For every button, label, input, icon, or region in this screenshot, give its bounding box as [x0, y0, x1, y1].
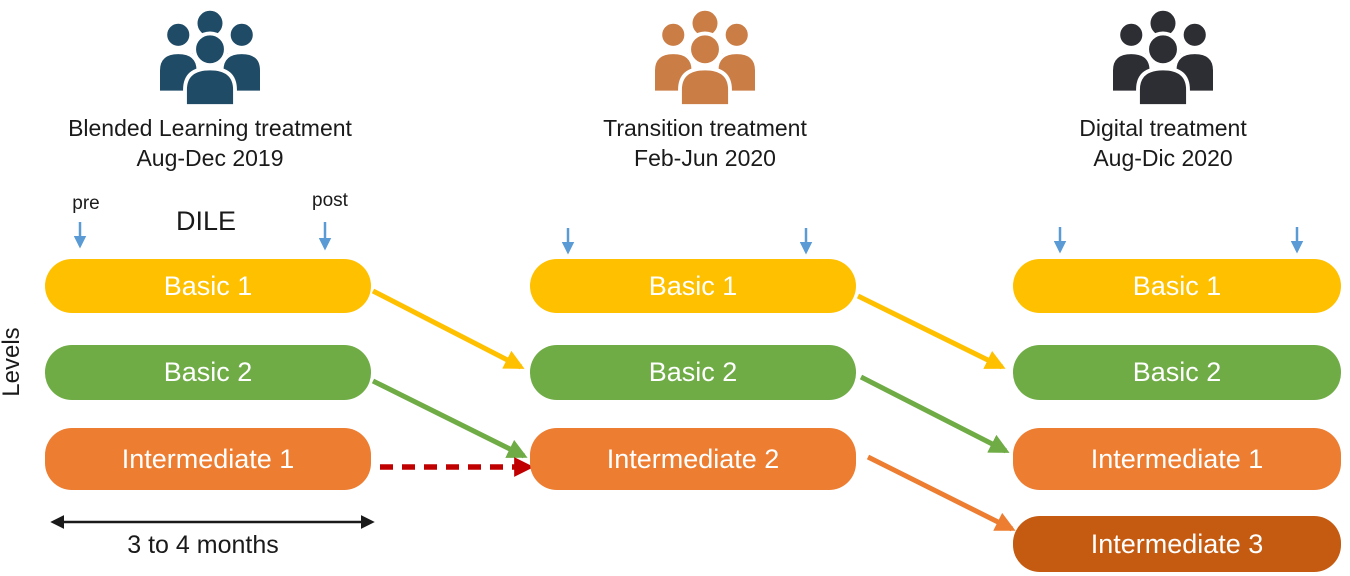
- flow-arrow-blended-basic1-to-transition-basic2: [371, 288, 525, 370]
- phase-title: Digital treatment Aug-Dic 2020: [963, 113, 1350, 173]
- flow-arrow-transition-basic2-to-digital-intermediate1: [859, 374, 1010, 454]
- flow-arrow-transition-intermediate2-to-digital-intermediate3: [866, 454, 1016, 532]
- phase-dates-text: Aug-Dic 2020: [1093, 145, 1233, 171]
- level-bar-blended-basic2: Basic 2: [45, 345, 371, 400]
- phase-header-blended: Blended Learning treatment Aug-Dec 2019: [10, 6, 410, 173]
- flow-arrow-transition-basic1-to-digital-basic2: [856, 293, 1006, 370]
- phase-title: Blended Learning treatment Aug-Dec 2019: [10, 113, 410, 173]
- level-bar-digital-intermediate3: Intermediate 3: [1013, 516, 1341, 572]
- level-bar-digital-intermediate1: Intermediate 1: [1013, 428, 1341, 490]
- phase-dates-text: Aug-Dec 2019: [136, 145, 284, 171]
- phase-title-text: Transition treatment: [603, 115, 807, 141]
- level-bar-digital-basic2: Basic 2: [1013, 345, 1341, 400]
- flow-arrow-blended-basic2-to-transition-intermediate2: [371, 378, 528, 459]
- dile-instrument-label: DILE: [175, 206, 237, 236]
- people-group-icon: [147, 6, 273, 106]
- phase-title: Transition treatment Feb-Jun 2020: [505, 113, 905, 173]
- levels-axis-label: Levels: [0, 327, 25, 397]
- post-label: post: [312, 190, 348, 211]
- phase-title-text: Blended Learning treatment: [68, 115, 352, 141]
- people-group-icon: [1100, 6, 1226, 106]
- level-bar-transition-intermediate2: Intermediate 2: [530, 428, 856, 490]
- level-bar-blended-basic1: Basic 1: [45, 259, 371, 313]
- phase-header-transition: Transition treatment Feb-Jun 2020: [505, 6, 905, 173]
- duration-label: 3 to 4 months: [127, 531, 279, 559]
- people-group-icon: [642, 6, 768, 106]
- phase-dates-text: Feb-Jun 2020: [634, 145, 776, 171]
- phase-title-text: Digital treatment: [1079, 115, 1247, 141]
- level-bar-digital-basic1: Basic 1: [1013, 259, 1341, 313]
- level-bar-blended-intermediate1: Intermediate 1: [45, 428, 371, 490]
- level-bar-transition-basic2: Basic 2: [530, 345, 856, 400]
- level-bar-transition-basic1: Basic 1: [530, 259, 856, 313]
- pre-label: pre: [72, 193, 100, 214]
- phase-header-digital: Digital treatment Aug-Dic 2020: [963, 6, 1350, 173]
